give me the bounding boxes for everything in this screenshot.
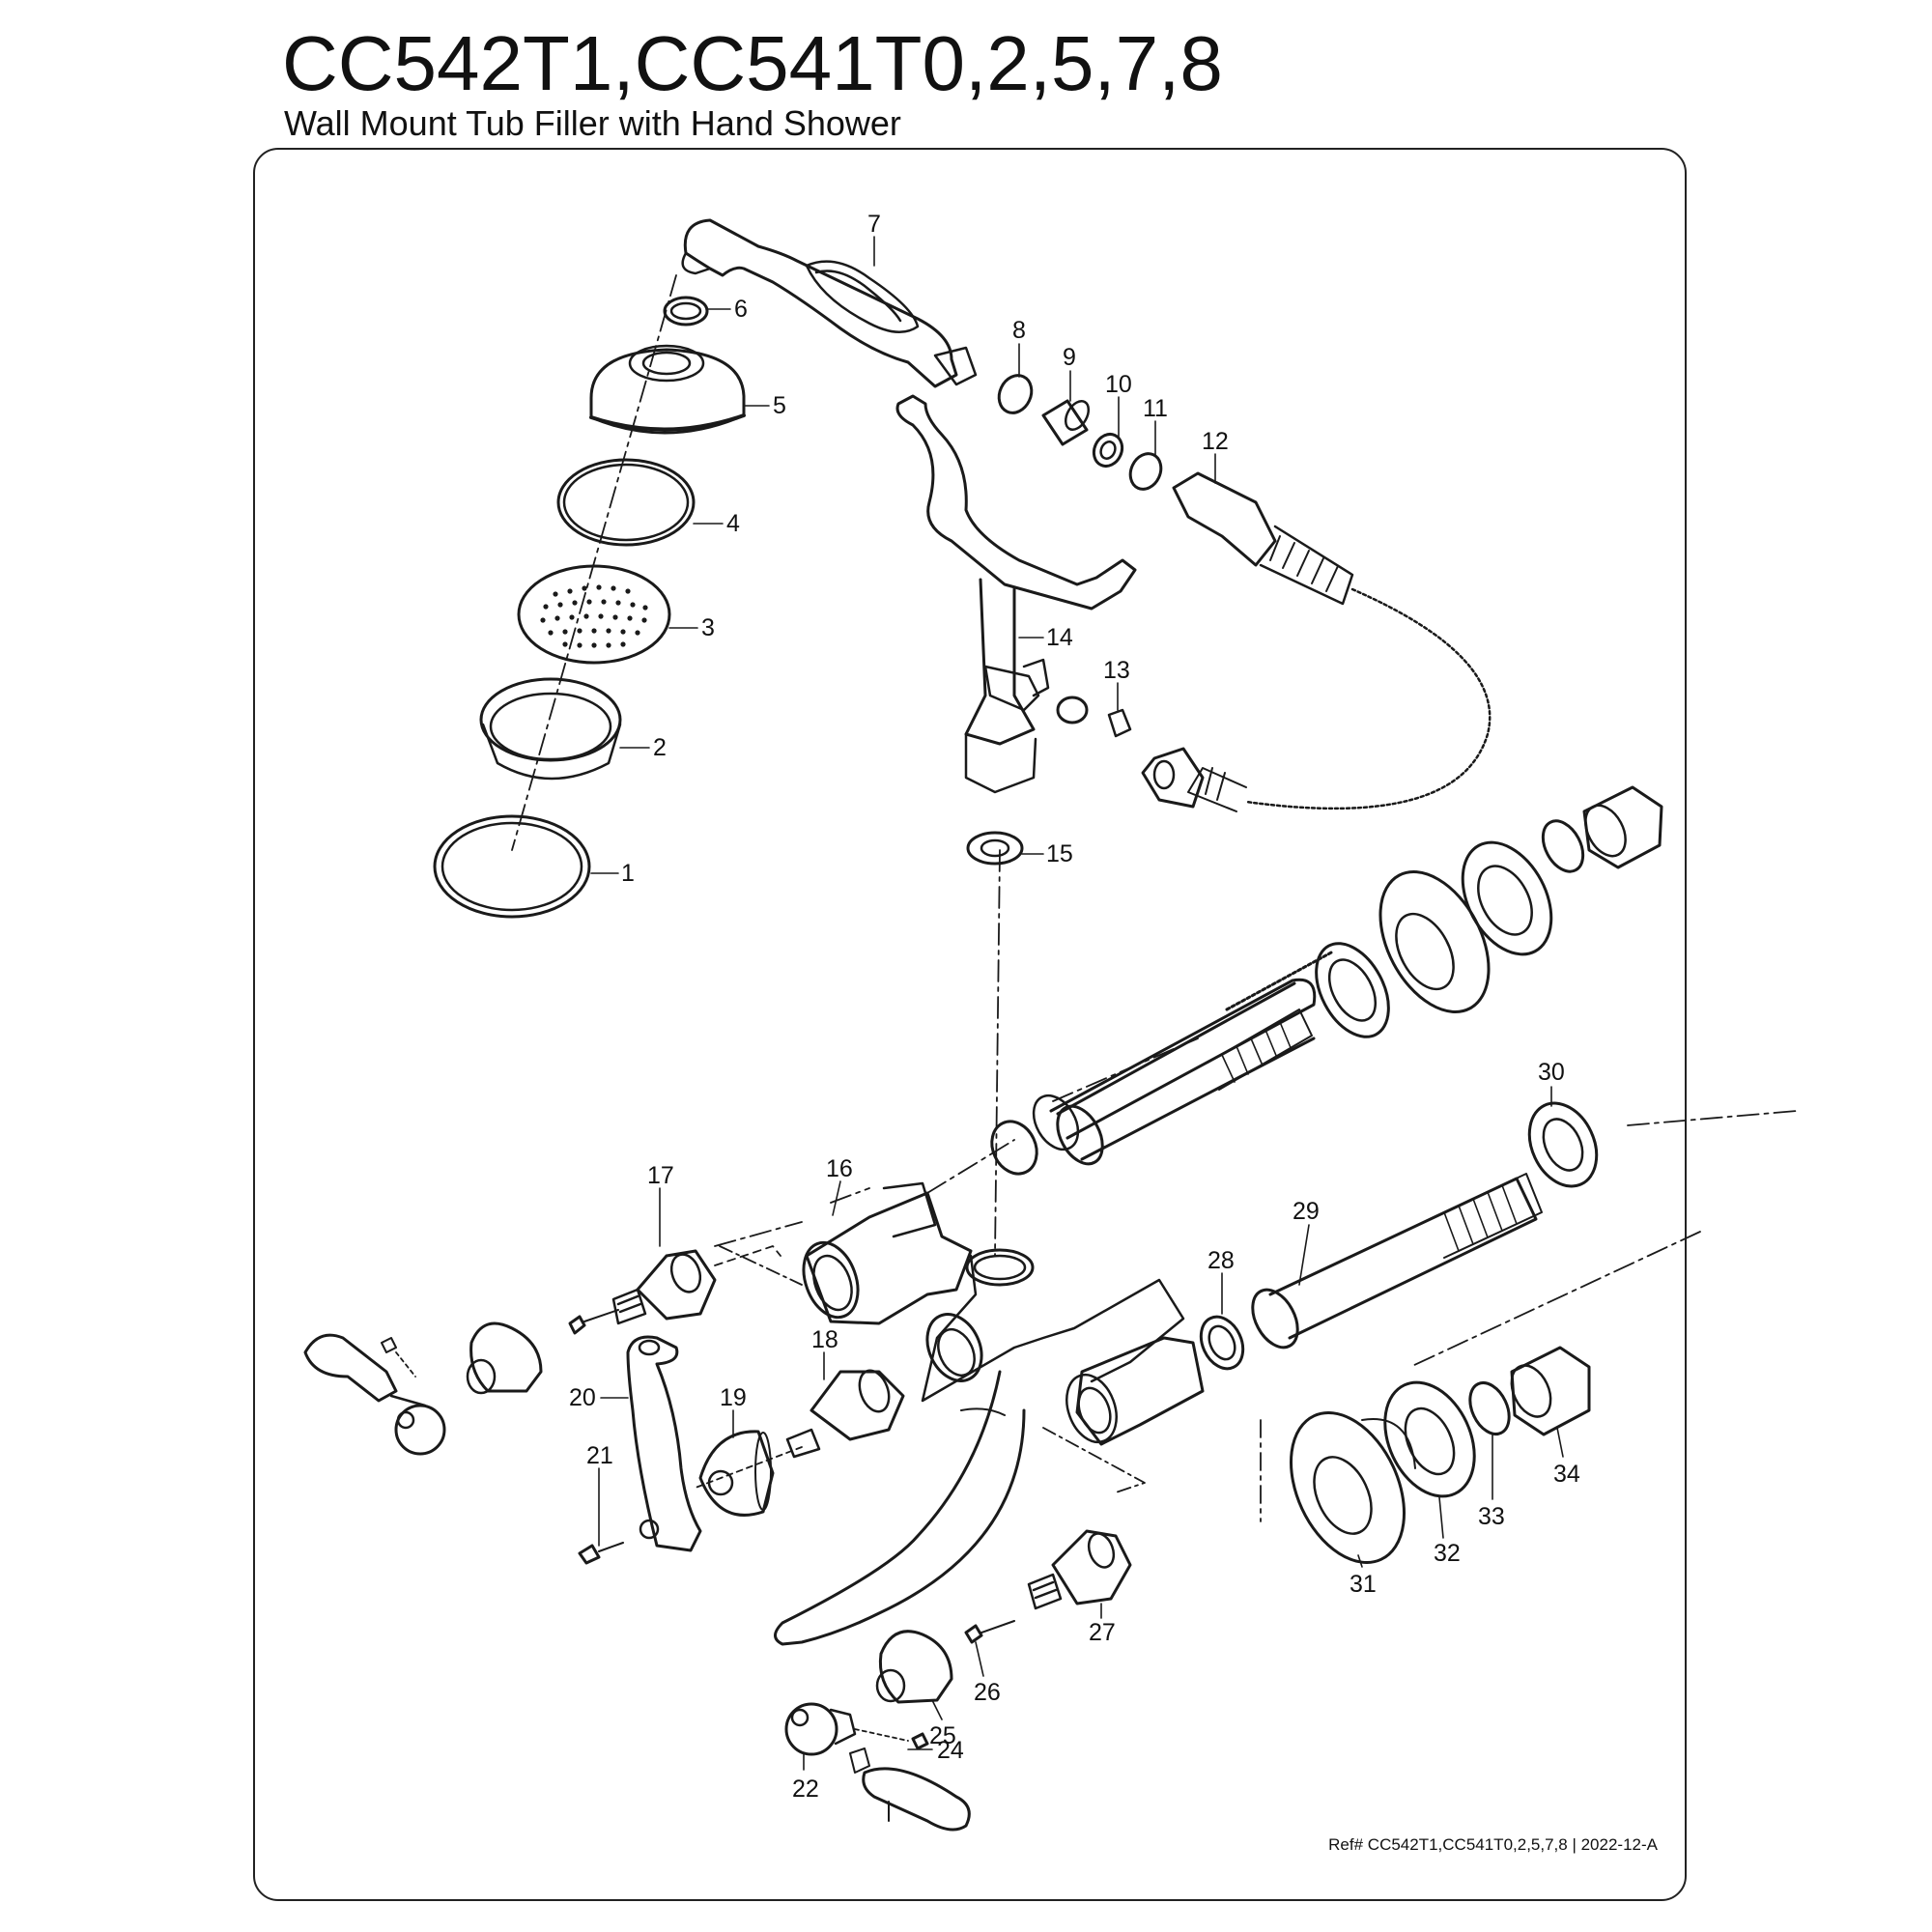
label-31: 31 <box>1350 1571 1377 1598</box>
label-22: 22 <box>792 1776 819 1803</box>
hand-shower-assembly <box>433 218 1492 919</box>
label-20: 20 <box>569 1384 596 1411</box>
part-27-cartridge <box>1051 1529 1132 1605</box>
label-24: 24 <box>937 1737 964 1764</box>
upper-pipe-assembly <box>990 785 1663 1176</box>
label-29: 29 <box>1293 1198 1320 1225</box>
label-7: 7 <box>867 211 881 238</box>
label-28: 28 <box>1208 1247 1235 1274</box>
label-15: 15 <box>1046 840 1073 867</box>
part-24-set-screw <box>911 1732 929 1750</box>
part-13-hose-connector <box>1141 747 1205 809</box>
page-title: CC542T1,CC541T0,2,5,7,8 <box>282 20 1223 106</box>
label-27: 27 <box>1089 1619 1116 1646</box>
part-32-flange-nut <box>1383 1380 1476 1498</box>
center-lines <box>511 274 1798 1368</box>
part-18-diverter-cartridge <box>810 1370 905 1441</box>
lower-handle-assembly <box>784 1427 1146 1832</box>
label-12: 12 <box>1202 428 1229 455</box>
label-9: 9 <box>1063 344 1076 371</box>
leader-lines <box>590 236 1564 1771</box>
part-7-hand-shower-handle <box>683 218 958 388</box>
reference-number: Ref# CC542T1,CC541T0,2,5,7,8 | 2022-12-A <box>1328 1835 1658 1854</box>
part-15-washer <box>966 831 1024 866</box>
part-33-washer <box>1468 1381 1511 1435</box>
part-labels: 1 2 3 4 5 6 7 8 9 10 11 12 13 14 15 16 1… <box>569 211 1580 1803</box>
label-16: 16 <box>826 1155 853 1182</box>
label-4: 4 <box>726 510 740 537</box>
part-1-gasket-ring <box>433 814 591 919</box>
label-6: 6 <box>734 296 748 323</box>
part-25-bonnet <box>878 1630 953 1704</box>
part-12-hose <box>1172 471 1277 567</box>
part-29-threaded-pipe <box>1268 1177 1538 1340</box>
label-17: 17 <box>647 1162 674 1189</box>
part-31-flange <box>1290 1411 1406 1564</box>
label-26: 26 <box>974 1679 1001 1706</box>
part-6-washer <box>663 296 709 327</box>
part-11-washer <box>1128 452 1163 491</box>
diagram-frame <box>253 148 1687 1901</box>
part-19-escutcheon <box>698 1430 775 1517</box>
label-1: 1 <box>621 860 635 887</box>
label-14: 14 <box>1046 624 1073 651</box>
label-2: 2 <box>653 734 667 761</box>
label-30: 30 <box>1538 1059 1565 1086</box>
label-33: 33 <box>1478 1503 1505 1530</box>
label-11: 11 <box>1143 395 1168 422</box>
part-4-o-ring <box>556 458 696 547</box>
page-subtitle: Wall Mount Tub Filler with Hand Shower <box>284 103 901 143</box>
part-20-diverter-lever <box>626 1335 702 1552</box>
part-9-connector <box>1041 399 1089 446</box>
part-21-screw <box>578 1544 601 1565</box>
label-8: 8 <box>1012 317 1026 344</box>
part-8-washer <box>997 374 1034 414</box>
part-30-lock-nut <box>1527 1101 1599 1188</box>
part-22-handle-hub <box>784 1702 838 1756</box>
label-10: 10 <box>1105 371 1132 398</box>
label-19: 19 <box>720 1384 747 1411</box>
part-10-washer <box>1092 432 1124 469</box>
label-21: 21 <box>586 1442 613 1469</box>
part-3-spray-plate <box>517 564 671 665</box>
label-34: 34 <box>1553 1461 1580 1488</box>
part-26-screw <box>964 1624 983 1644</box>
part-5-shower-head-body <box>589 348 746 435</box>
label-3: 3 <box>701 614 715 641</box>
part-2-face-ring <box>479 677 622 762</box>
left-handle-assembly <box>303 1245 905 1565</box>
label-5: 5 <box>773 392 786 419</box>
part-28-washer <box>1199 1315 1245 1371</box>
part-34-coupling-nut <box>1510 1346 1591 1436</box>
label-32: 32 <box>1434 1540 1461 1567</box>
lower-pipe-assembly <box>1199 1101 1599 1564</box>
part-16-valve-body <box>774 1181 1205 1646</box>
part-17-cartridge <box>636 1249 717 1321</box>
label-13: 13 <box>1103 657 1130 684</box>
part-14-cradle <box>895 394 1137 611</box>
label-18: 18 <box>811 1326 838 1353</box>
label-25: 25 <box>929 1722 956 1749</box>
